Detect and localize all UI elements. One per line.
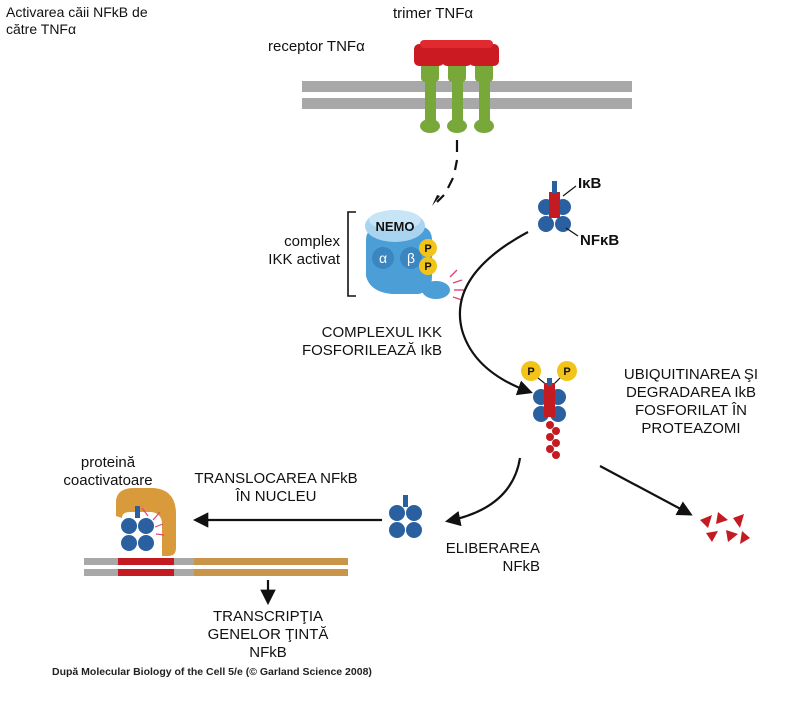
phospho-label-ikk-1: P — [424, 243, 431, 255]
ikk-bracket — [347, 211, 356, 297]
step-release-line-2: NFkB — [502, 558, 541, 575]
step-release-line-1: ELIBERAREA — [445, 540, 540, 557]
ikb-label: IκB — [578, 175, 602, 192]
coactivator-protein — [116, 488, 176, 556]
step-degradation-line-1: UBIQUITINAREA ŞI — [623, 366, 759, 383]
step-transcription-line-1: TRANSCRIPŢIA — [212, 608, 323, 625]
signal-arrow-receptor-to-ikk — [436, 140, 459, 203]
step-degradation: UBIQUITINAREA ŞI DEGRADAREA IkB FOSFORIL… — [600, 366, 782, 438]
phosphorylated-ikb-complex — [521, 361, 577, 459]
ikk-complex-line-1: complex — [284, 233, 340, 250]
step-phosphorylation: COMPLEXUL IKK FOSFORILEAZĂ IkB — [262, 324, 442, 360]
nfkb-ikb-complex — [538, 181, 579, 237]
tnf-trimer — [414, 40, 499, 66]
nemo-label: NEMO — [376, 219, 415, 234]
coactivator-label: proteină coactivatoare — [52, 454, 164, 490]
arrow-ikb-degradation — [599, 465, 693, 516]
tnf-receptor-trimer — [420, 62, 494, 133]
dna-bound-nfkb — [121, 506, 154, 551]
phosphate-2 — [419, 257, 437, 275]
degraded-ikb-fragments — [700, 512, 750, 544]
alpha-label: α — [379, 250, 387, 266]
step-transcription: TRANSCRIPŢIA GENELOR ŢINTĂ NFkB — [188, 608, 348, 662]
step-degradation-line-2: DEGRADAREA IkB — [625, 384, 757, 401]
phosphate-1 — [419, 239, 437, 257]
nfkb-label: NFκB — [580, 232, 620, 249]
free-nfkb — [389, 495, 422, 538]
dna-strand — [84, 558, 348, 576]
beta-label: β — [407, 250, 415, 266]
ubiquitin-chain — [546, 421, 560, 459]
ikk-complex — [365, 210, 464, 301]
step-translocation: TRANSLOCAREA NFkB ÎN NUCLEU — [178, 470, 374, 506]
coactivator-line-1: proteină — [80, 454, 136, 471]
step-translocation-line-2: ÎN NUCLEU — [235, 488, 317, 505]
cell-membrane — [302, 81, 632, 109]
arrow-nfkb-release — [444, 457, 522, 527]
coactivator-line-2: coactivatoare — [63, 472, 153, 489]
step-degradation-line-3: FOSFORILAT ÎN — [635, 402, 747, 419]
title-line-1: Activarea căii NFkB de — [6, 4, 148, 20]
title-line-2: către TNFα — [6, 20, 77, 37]
source-credit: După Molecular Biology of the Cell 5/e (… — [52, 666, 372, 678]
phospho-label-ikb-1: P — [527, 366, 534, 378]
trimer-label: trimer TNFα — [393, 5, 474, 22]
phospho-label-ikb-2: P — [563, 366, 570, 378]
phospho-label-ikk-2: P — [424, 261, 431, 273]
step-phosphorylation-line-1: COMPLEXUL IKK — [321, 324, 442, 341]
step-degradation-line-4: PROTEAZOMI — [641, 420, 741, 437]
step-transcription-line-3: NFkB — [249, 644, 287, 661]
arrow-ikb-phosphorylation — [458, 231, 533, 396]
ikk-complex-label: complex IKK activat — [240, 233, 340, 269]
step-transcription-line-2: GENELOR ŢINTĂ — [207, 626, 329, 643]
receptor-label: receptor TNFα — [268, 38, 365, 55]
step-phosphorylation-line-2: FOSFORILEAZĂ IkB — [301, 342, 442, 359]
step-release: ELIBERAREA NFkB — [420, 540, 540, 576]
ikk-complex-line-2: IKK activat — [268, 251, 340, 268]
step-translocation-line-1: TRANSLOCAREA NFkB — [194, 470, 358, 487]
diagram-title: Activarea căii NFkB de către TNFα — [6, 4, 148, 38]
